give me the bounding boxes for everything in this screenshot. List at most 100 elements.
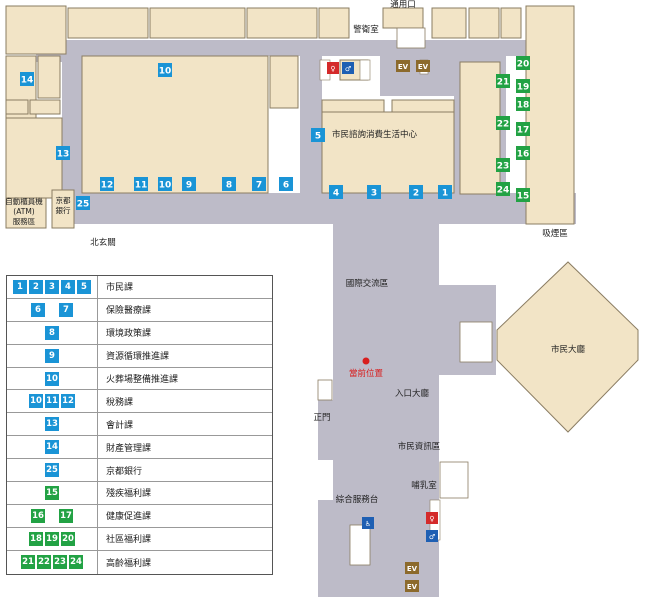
legend-badge: 25: [45, 463, 59, 478]
legend-badge: 16: [31, 508, 45, 523]
svg-text:EV: EV: [407, 565, 418, 573]
badge-number: 22: [497, 120, 510, 130]
badge-number: 19: [517, 83, 530, 93]
badge-number: 16: [517, 150, 530, 160]
legend-badge: 10: [45, 371, 59, 386]
badge-3: [367, 185, 381, 199]
legend-department-name: 會計課: [106, 420, 134, 431]
legend-badge: 21: [21, 555, 35, 570]
legend-badge: 18: [29, 531, 43, 546]
current-location-label: 當前位置: [349, 368, 384, 379]
svg-text:♂: ♂: [345, 65, 351, 73]
svg-text:♀: ♀: [330, 65, 335, 73]
badge-number: 11: [135, 181, 148, 191]
elevator-icon: [405, 562, 419, 574]
badge-number: 25: [77, 200, 90, 210]
elevator-icon: [396, 60, 410, 72]
legend-department-name: 健康促進課: [106, 512, 152, 523]
badge-number: 10: [159, 181, 172, 191]
badge-number: 3: [371, 189, 377, 199]
badge-21: [496, 74, 510, 88]
badge-number: 14: [21, 76, 34, 86]
legend-badge: 24: [69, 555, 83, 570]
men-restroom-icon: [426, 530, 438, 542]
badge-2: [409, 185, 423, 199]
legend-badge: 2: [29, 279, 43, 294]
svg-text:EV: EV: [398, 63, 409, 71]
elevator-icon: [416, 60, 430, 72]
kyoto-bank-label-2: 銀行: [56, 205, 71, 215]
legend-badges: 9: [7, 344, 98, 367]
badge-number: 23: [497, 162, 510, 172]
kyoto-bank-label-1: 京都: [56, 195, 71, 205]
restrooms: [327, 60, 438, 592]
badge-number: 21: [497, 78, 510, 88]
badge-7: [252, 177, 266, 191]
current-location-marker: [362, 357, 370, 365]
svg-text:♂: ♂: [429, 533, 435, 541]
women-restroom-icon: [426, 512, 438, 524]
legend-badges: 10: [7, 367, 98, 390]
entrance-hall-label: 入口大廳: [395, 388, 430, 399]
atm-label-1: 自動櫃員機: [5, 196, 43, 206]
badge-number: 17: [517, 126, 530, 136]
badge-number: 9: [186, 181, 192, 191]
women-restroom-icon: [327, 62, 339, 74]
legend-badges: 15: [7, 482, 98, 504]
legend-badges: 13: [7, 413, 98, 436]
citizen-hall-label: 市民大廳: [551, 344, 586, 355]
smoking-area-label: 吸煙區: [542, 229, 568, 239]
legend-badge: 1: [13, 279, 27, 294]
legend-badge: 15: [45, 485, 59, 500]
guard-room-label: 警衛室: [353, 24, 379, 35]
legend-badge: 14: [45, 440, 59, 455]
svg-text:♿: ♿: [365, 520, 371, 528]
badge-number: 5: [315, 132, 321, 142]
legend-badge: 3: [45, 279, 59, 294]
badge-number: 20: [517, 60, 530, 70]
badge-number: 7: [256, 181, 262, 191]
rooms: [5, 5, 639, 433]
atm-label-3: 服務區: [13, 216, 36, 226]
badge-number: 10: [159, 67, 172, 77]
badge-number: 12: [101, 181, 114, 191]
atm-label-2: (ATM): [13, 207, 35, 216]
badge-25: [76, 196, 90, 210]
legend-badges: 14: [7, 436, 98, 459]
badge-24: [496, 182, 510, 196]
badge-22: [496, 116, 510, 130]
badge-10: [158, 63, 172, 77]
badge-20: [516, 56, 530, 70]
legend-badge: 17: [59, 508, 73, 523]
badge-5: [311, 128, 325, 142]
legend-badge: 23: [53, 555, 67, 570]
badge-17: [516, 122, 530, 136]
badge-11: [134, 177, 148, 191]
legend-badge: 5: [77, 279, 91, 294]
badge-14: [20, 72, 34, 86]
badge-number: 15: [517, 192, 530, 202]
legend-badge: 8: [45, 325, 59, 340]
legend-badges: 25: [7, 459, 98, 482]
legend-badge: 7: [59, 302, 73, 317]
legend-badge: 11: [45, 394, 59, 409]
badge-number: 8: [226, 181, 232, 191]
badge-18: [516, 97, 530, 111]
badge-number: 24: [497, 186, 510, 196]
legend-badge: 13: [45, 417, 59, 432]
entrance-top-label: 通用口: [390, 0, 416, 10]
legend-department-name: 社區福利課: [106, 535, 152, 546]
